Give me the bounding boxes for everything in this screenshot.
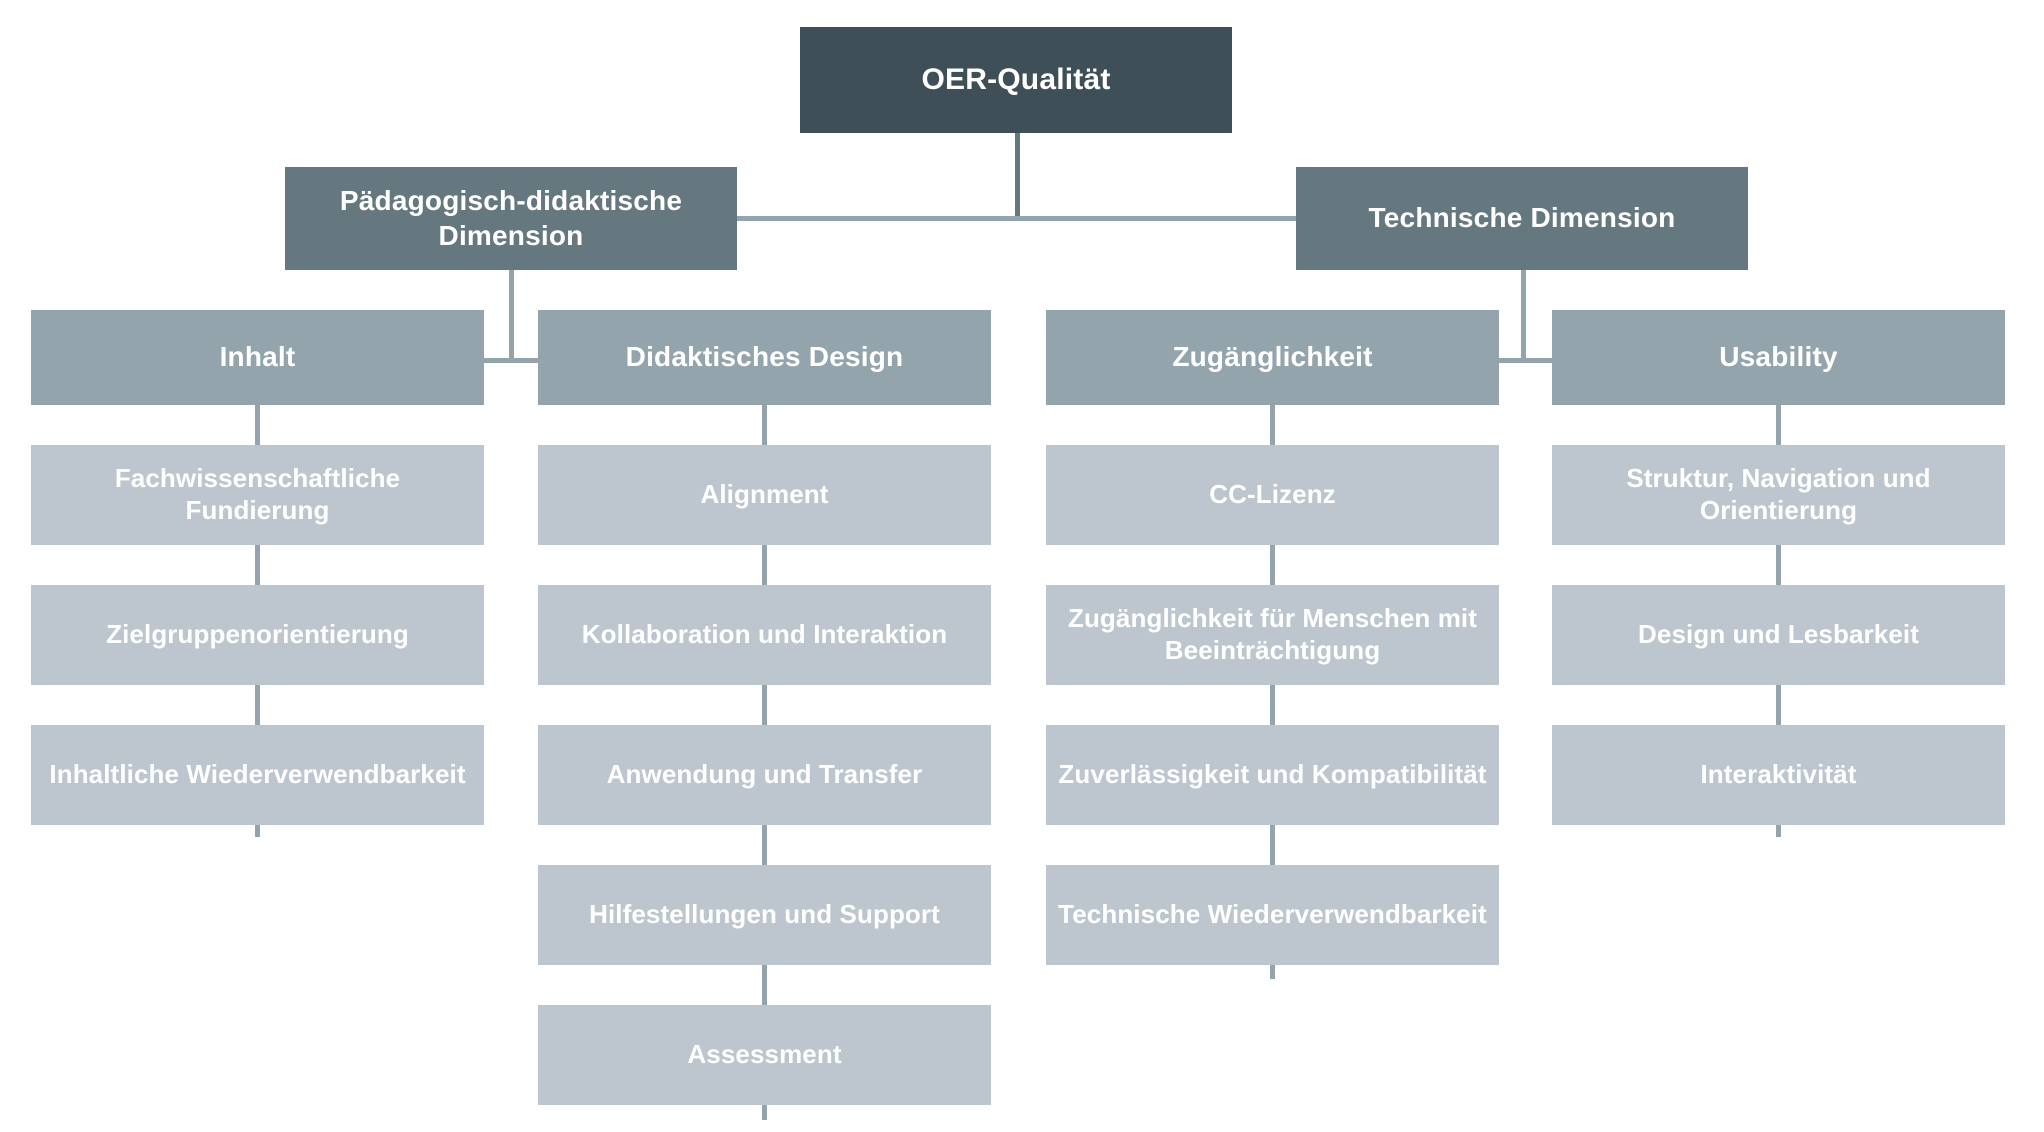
node-leaf-cc-lizenz[interactable]: CC-Lizenz [1046, 445, 1499, 545]
node-dimension-paedagogisch-didaktisch[interactable]: Pädagogisch-didaktische Dimension [285, 167, 737, 270]
connector-col3-spine [1270, 405, 1275, 979]
node-leaf-zugaenglichkeit-fuer-menschen-mit-beeintraechtigung[interactable]: Zugänglichkeit für Menschen mit Beeinträ… [1046, 585, 1499, 685]
node-leaf-interaktivitaet[interactable]: Interaktivität [1552, 725, 2005, 825]
connector-root-down [1015, 133, 1020, 221]
connector-paed-down [509, 270, 514, 362]
node-category-didaktisches-design[interactable]: Didaktisches Design [538, 310, 991, 405]
node-leaf-design-und-lesbarkeit[interactable]: Design und Lesbarkeit [1552, 585, 2005, 685]
node-leaf-hilfestellungen-und-support[interactable]: Hilfestellungen und Support [538, 865, 991, 965]
node-leaf-zielgruppenorientierung[interactable]: Zielgruppenorientierung [31, 585, 484, 685]
connector-tech-down [1521, 270, 1526, 362]
node-leaf-alignment[interactable]: Alignment [538, 445, 991, 545]
node-dimension-technisch[interactable]: Technische Dimension [1296, 167, 1748, 270]
connector-dimension-bus [736, 216, 1296, 221]
node-leaf-assessment[interactable]: Assessment [538, 1005, 991, 1105]
node-leaf-struktur-navigation-und-orientierung[interactable]: Struktur, Navigation und Orientierung [1552, 445, 2005, 545]
node-leaf-kollaboration-und-interaktion[interactable]: Kollaboration und Interaktion [538, 585, 991, 685]
node-leaf-technische-wiederverwendbarkeit[interactable]: Technische Wiederverwendbarkeit [1046, 865, 1499, 965]
connector-paed-branch [420, 358, 600, 363]
node-leaf-anwendung-und-transfer[interactable]: Anwendung und Transfer [538, 725, 991, 825]
node-leaf-fachwissenschaftliche-fundierung[interactable]: Fachwissenschaftliche Fundierung [31, 445, 484, 545]
connector-tech-branch [1432, 358, 1612, 363]
node-leaf-zuverlaessigkeit-und-kompatibilitaet[interactable]: Zuverlässigkeit und Kompatibilität [1046, 725, 1499, 825]
node-leaf-inhaltliche-wiederverwendbarkeit[interactable]: Inhaltliche Wiederverwendbarkeit [31, 725, 484, 825]
node-category-zugaenglichkeit[interactable]: Zugänglichkeit [1046, 310, 1499, 405]
node-root-oer-qualitaet[interactable]: OER-Qualität [800, 27, 1232, 133]
node-category-usability[interactable]: Usability [1552, 310, 2005, 405]
node-category-inhalt[interactable]: Inhalt [31, 310, 484, 405]
